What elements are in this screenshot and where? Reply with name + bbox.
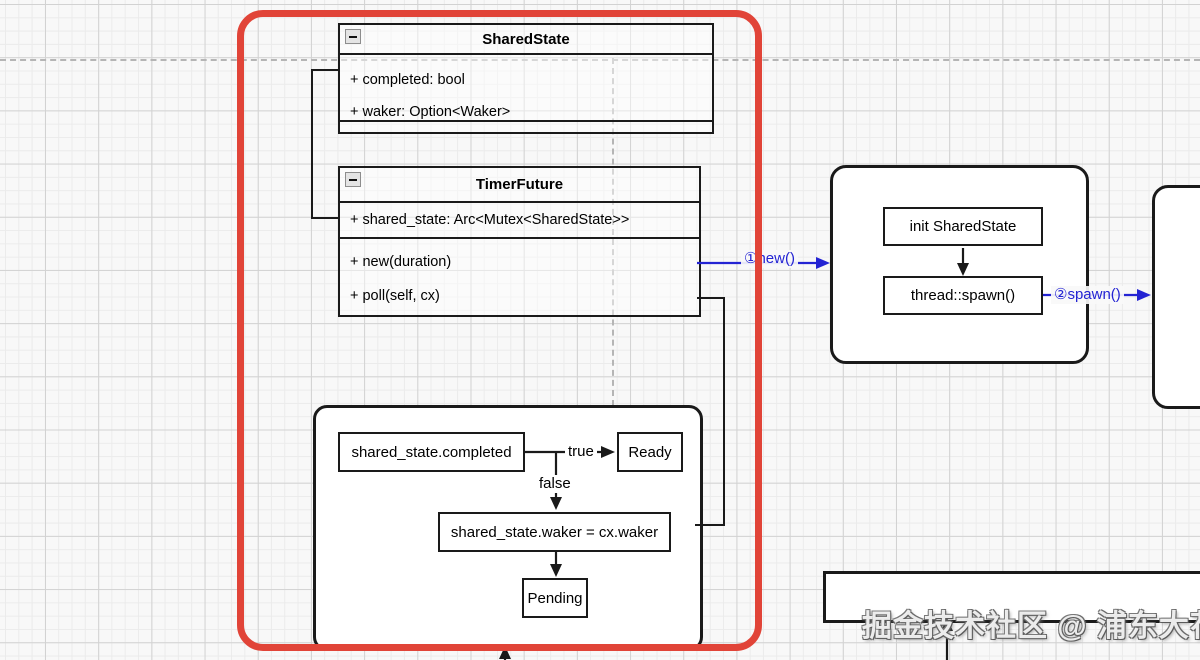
- condition-node: shared_state.completed: [338, 432, 525, 472]
- page-boundary-horizontal: [0, 59, 1200, 61]
- pending-node: Pending: [522, 578, 588, 618]
- pending-label: Pending: [527, 589, 583, 607]
- uml-attribute: + shared_state: Arc<Mutex<SharedState>>: [350, 212, 630, 228]
- ready-node: Ready: [617, 432, 683, 472]
- assign-waker-label: shared_state.waker = cx.waker: [450, 523, 659, 541]
- uml-attributes: + completed: bool + waker: Option<Waker>: [340, 55, 712, 122]
- true-branch-label: true: [565, 443, 597, 461]
- uml-title-bar: TimerFuture: [340, 168, 699, 203]
- uml-methods: + new(duration) + poll(self, cx): [340, 239, 699, 311]
- assign-waker-node: shared_state.waker = cx.waker: [438, 512, 671, 552]
- init-sharedstate-label: init SharedState: [909, 218, 1017, 235]
- bottom-right-rectangle: [823, 571, 1200, 623]
- condition-label: shared_state.completed: [351, 443, 512, 461]
- uml-class-timerfuture: TimerFuture + shared_state: Arc<Mutex<Sh…: [338, 166, 701, 317]
- uml-attribute: + waker: Option<Waker>: [350, 104, 511, 120]
- uml-title-bar: SharedState: [340, 25, 712, 55]
- uml-method: + new(duration): [350, 254, 452, 270]
- new-call-edge-label: ①new(): [741, 250, 798, 268]
- uml-class-sharedstate: SharedState + completed: bool + waker: O…: [338, 23, 714, 134]
- false-branch-label: false: [536, 475, 574, 493]
- sharedstate-timerfuture-link: [311, 69, 338, 219]
- class-name: SharedState: [482, 30, 570, 48]
- collapse-minus-icon[interactable]: [345, 172, 361, 187]
- ready-label: Ready: [628, 443, 672, 461]
- right-edge-container: [1152, 185, 1200, 409]
- thread-spawn-node: thread::spawn(): [883, 276, 1043, 315]
- uml-attributes: + shared_state: Arc<Mutex<SharedState>>: [340, 203, 699, 239]
- new-call-arrowhead-icon: [816, 257, 830, 269]
- init-sharedstate-node: init SharedState: [883, 207, 1043, 246]
- spawn-call-arrowhead-icon: [1137, 289, 1151, 301]
- uml-attribute: + completed: bool: [350, 72, 465, 88]
- spawn-group-container: [830, 165, 1089, 364]
- uml-method: + poll(self, cx): [350, 288, 440, 304]
- collapse-minus-icon[interactable]: [345, 29, 361, 44]
- page-boundary-vertical: [612, 58, 614, 406]
- class-name: TimerFuture: [475, 176, 564, 193]
- watermark-text: 掘金技术社区 @ 浦东大花菜: [862, 610, 1200, 643]
- thread-spawn-label: thread::spawn(): [910, 287, 1016, 304]
- spawn-call-edge-label: ②spawn(): [1051, 286, 1124, 304]
